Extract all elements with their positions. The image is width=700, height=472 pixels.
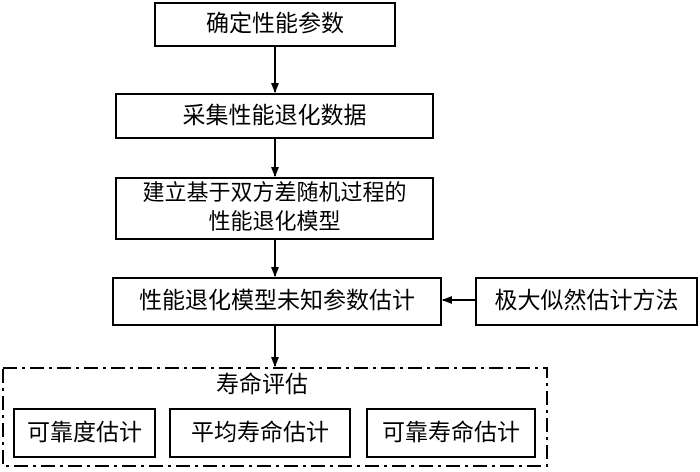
evaluation-group-title: 寿命评估 — [216, 372, 308, 398]
evaluation-item-reliable-life: 可靠寿命估计 — [366, 408, 536, 458]
evaluation-item-reliability-label: 可靠度估计 — [27, 419, 142, 446]
evaluation-group-frame — [2, 367, 548, 467]
step-parameter-estimation: 性能退化模型未知参数估计 — [112, 277, 442, 326]
step-collect-degradation-data-label: 采集性能退化数据 — [182, 102, 367, 129]
evaluation-item-reliable-life-label: 可靠寿命估计 — [382, 419, 520, 446]
step-build-degradation-model-label: 建立基于双方差随机过程的 性能退化模型 — [142, 180, 407, 235]
side-method-label: 极大似然估计方法 — [494, 288, 679, 315]
step-collect-degradation-data: 采集性能退化数据 — [115, 93, 434, 139]
evaluation-item-mean-life: 平均寿命估计 — [169, 408, 351, 458]
step-determine-parameters-label: 确定性能参数 — [206, 11, 344, 38]
evaluation-item-reliability: 可靠度估计 — [13, 408, 156, 458]
side-method-box: 极大似然估计方法 — [475, 277, 698, 326]
evaluation-item-mean-life-label: 平均寿命估计 — [191, 419, 329, 446]
step-build-degradation-model: 建立基于双方差随机过程的 性能退化模型 — [115, 177, 434, 240]
step-determine-parameters: 确定性能参数 — [154, 2, 396, 47]
step-parameter-estimation-label: 性能退化模型未知参数估计 — [139, 288, 415, 315]
